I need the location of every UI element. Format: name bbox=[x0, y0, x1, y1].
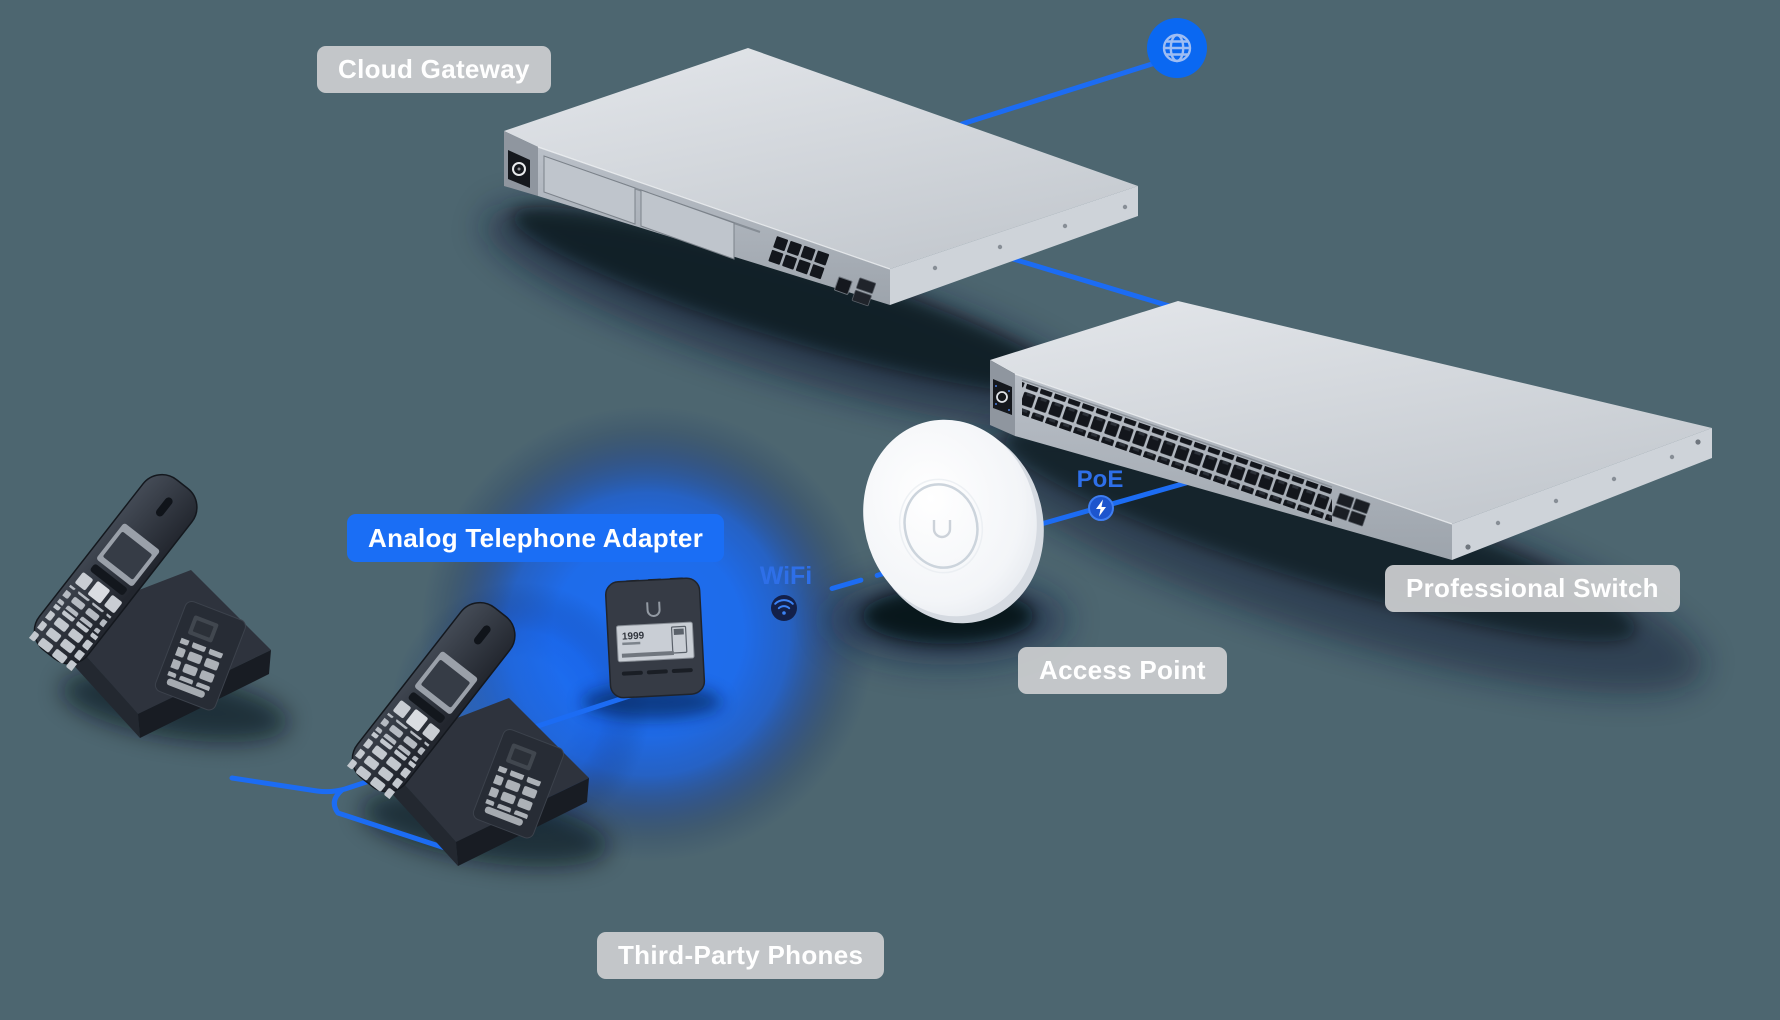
globe-icon bbox=[1147, 18, 1207, 78]
access-point-device bbox=[863, 419, 1044, 624]
gateway-drive-bay bbox=[640, 189, 735, 260]
phones-branch-line bbox=[331, 787, 448, 851]
gateway-rj45-port bbox=[834, 276, 853, 295]
ap-u-logo bbox=[932, 520, 952, 539]
professional-switch-label: Professional Switch bbox=[1385, 565, 1680, 612]
gateway-to-switch-line bbox=[1007, 255, 1179, 311]
cloud-gateway-label: Cloud Gateway bbox=[317, 46, 551, 93]
ata-screen: 1999 bbox=[615, 621, 695, 663]
wifi-icon bbox=[771, 595, 797, 621]
gateway-drive-bay bbox=[543, 155, 636, 225]
switch-sfp-ports bbox=[1332, 492, 1371, 527]
poe-lightning-icon bbox=[1088, 495, 1114, 521]
professional-switch-device bbox=[990, 301, 1712, 560]
gateway-to-internet-line bbox=[959, 61, 1155, 127]
switch-ethernet-ports bbox=[1022, 382, 1332, 522]
gateway-sfp-port bbox=[856, 277, 877, 294]
ata-screen-text: 1999 bbox=[622, 630, 645, 642]
third-party-phones-label: Third-Party Phones bbox=[597, 932, 885, 979]
ata-to-phones-line bbox=[229, 687, 651, 795]
ata-u-logo bbox=[646, 601, 661, 617]
gateway-ethernet-ports bbox=[768, 236, 877, 307]
wifi-tag: WiFi bbox=[759, 562, 813, 590]
ata-device: 1999 bbox=[604, 577, 706, 699]
switch-display-module bbox=[993, 379, 1012, 415]
gateway-sfp-port bbox=[851, 289, 872, 307]
access-point-label: Access Point bbox=[1018, 647, 1227, 694]
analog-telephone-adapter-label: Analog Telephone Adapter bbox=[347, 514, 725, 562]
poe-tag: PoE bbox=[1076, 466, 1124, 493]
gateway-display-module bbox=[508, 150, 530, 188]
cloud-gateway-device bbox=[504, 48, 1138, 307]
